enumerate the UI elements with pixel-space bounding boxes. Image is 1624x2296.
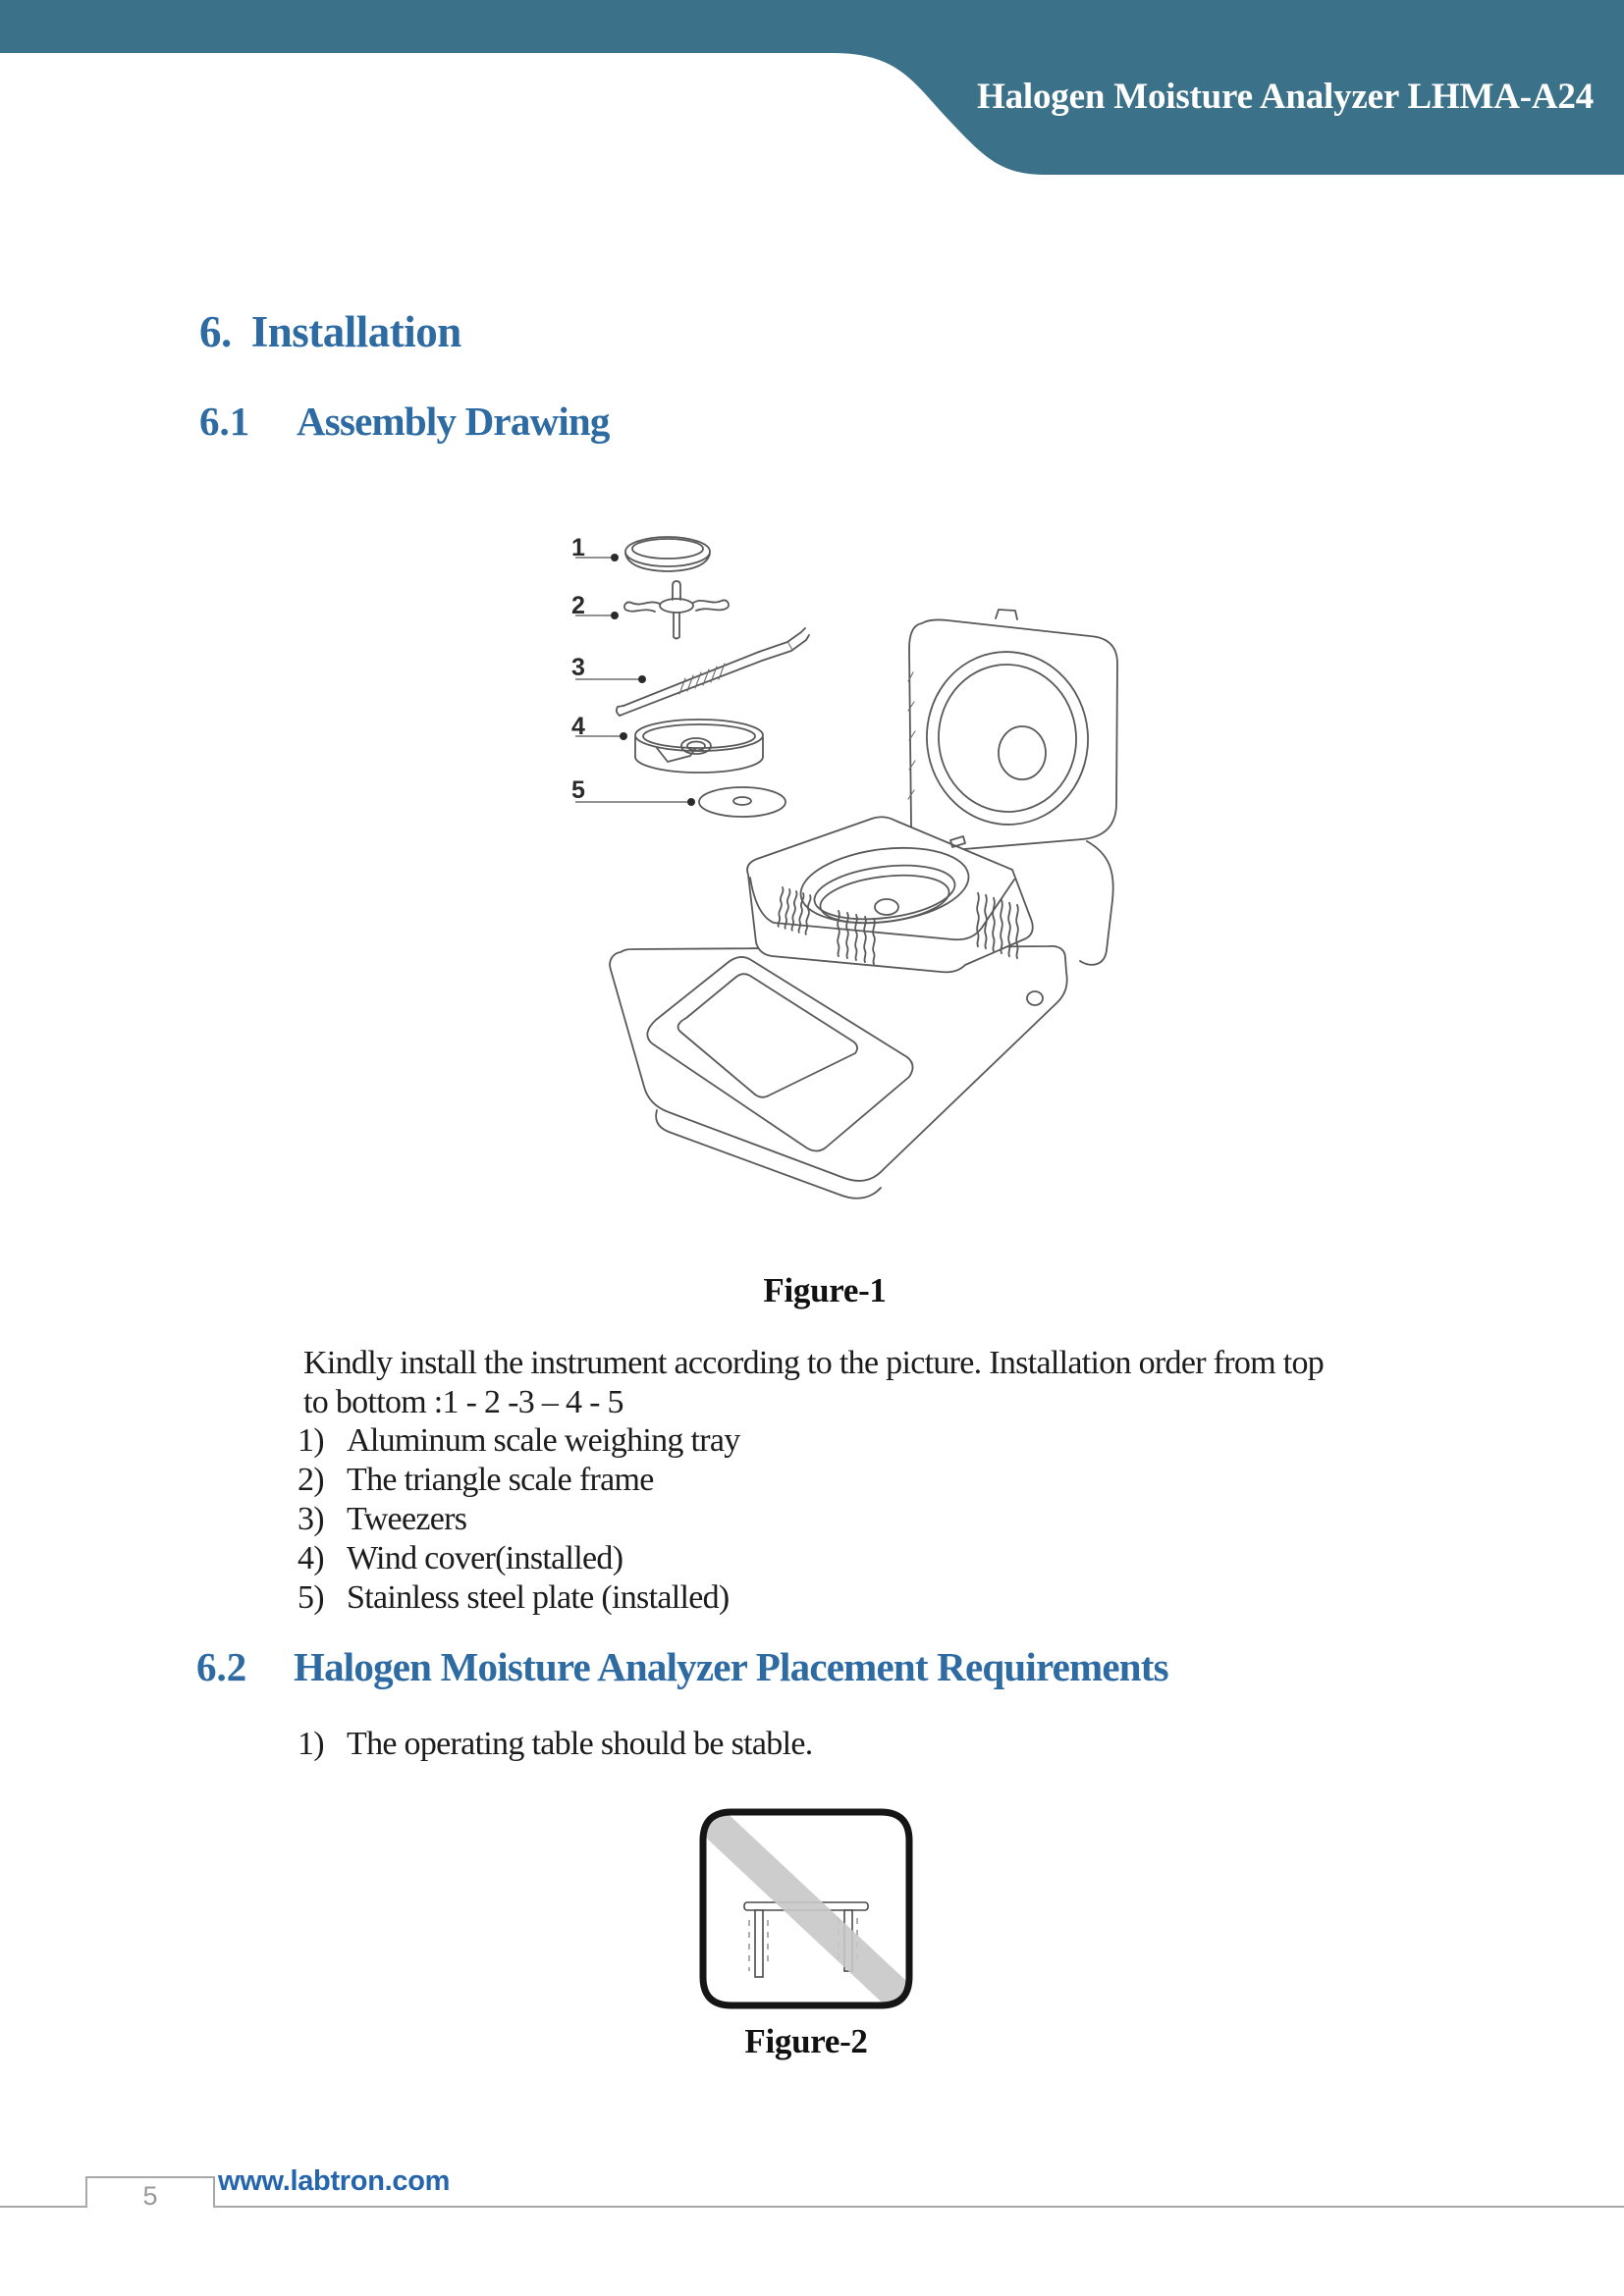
list-item: 4)Wind cover(installed) xyxy=(298,1540,623,1576)
section-number: 6.1 xyxy=(199,399,250,444)
instruction-line: Kindly install the instrument according … xyxy=(303,1345,1325,1381)
sign-border xyxy=(699,1808,913,2009)
banner-shape xyxy=(0,0,1624,175)
svg-text:2: 2 xyxy=(571,592,585,619)
part-wind-cover: 4 xyxy=(571,713,764,774)
instruction-line: to bottom :1 - 2 -3 – 4 - 5 xyxy=(303,1384,624,1420)
part-triangle-frame: 2 xyxy=(571,580,730,640)
page-number-tab: 5 xyxy=(85,2176,215,2211)
part-steel-plate: 5 xyxy=(571,776,786,818)
list-item: 5)Stainless steel plate (installed) xyxy=(298,1579,730,1616)
website-link[interactable]: www.labtron.com xyxy=(218,2165,451,2197)
header-banner xyxy=(0,0,1624,175)
list-item: 1)Aluminum scale weighing tray xyxy=(298,1422,740,1459)
page-number: 5 xyxy=(142,2181,158,2211)
display-screen xyxy=(677,973,858,1098)
svg-text:3: 3 xyxy=(571,654,585,681)
section-heading-placement-requirements: 6.2 Halogen Moisture Analyzer Placement R… xyxy=(196,1643,1169,1690)
table-drawing xyxy=(703,1812,909,2005)
section-title: Installation xyxy=(250,307,462,356)
analyzer-base xyxy=(609,944,1068,1200)
document-title: Halogen Moisture Analyzer LHMA-A24 xyxy=(977,77,1594,117)
figure2-caption: Figure-2 xyxy=(744,2022,868,2060)
part-tweezers: 3 xyxy=(571,627,810,717)
section-heading-assembly-drawing: 6.1 Assembly Drawing xyxy=(199,398,610,445)
figure1-caption: Figure-1 xyxy=(763,1271,887,1309)
section-title: Assembly Drawing xyxy=(297,399,610,444)
analyzer-unit xyxy=(609,609,1118,1200)
svg-text:4: 4 xyxy=(571,713,585,740)
analyzer-lid xyxy=(907,609,1118,863)
section-number: 6. xyxy=(199,307,232,356)
placement-list: 1)The operating table should be stable. xyxy=(298,1725,813,1764)
section-number: 6.2 xyxy=(196,1644,247,1689)
footer-rule-left xyxy=(0,2206,85,2208)
section-heading-installation: 6. Installation xyxy=(199,306,461,357)
figure1-assembly-drawing: 1 2 3 4 xyxy=(571,534,1118,1200)
svg-text:5: 5 xyxy=(571,776,585,804)
list-item: 3)Tweezers xyxy=(298,1501,467,1537)
svg-text:1: 1 xyxy=(571,534,585,561)
footer-rule-right xyxy=(215,2206,1624,2208)
parts-list: 1)Aluminum scale weighing tray 2)The tri… xyxy=(298,1421,740,1618)
section-title: Halogen Moisture Analyzer Placement Requ… xyxy=(294,1644,1169,1689)
assembly-instructions: Kindly install the instrument according … xyxy=(303,1344,1325,1422)
figure2-prohibition-sign xyxy=(699,1808,913,2009)
analyzer-body xyxy=(746,816,1034,974)
display-panel xyxy=(646,956,914,1152)
list-item: 1)The operating table should be stable. xyxy=(298,1726,813,1762)
prohibition-stripe xyxy=(703,1812,909,2005)
list-item: 2)The triangle scale frame xyxy=(298,1462,654,1498)
part-weighing-tray: 1 xyxy=(571,534,711,572)
